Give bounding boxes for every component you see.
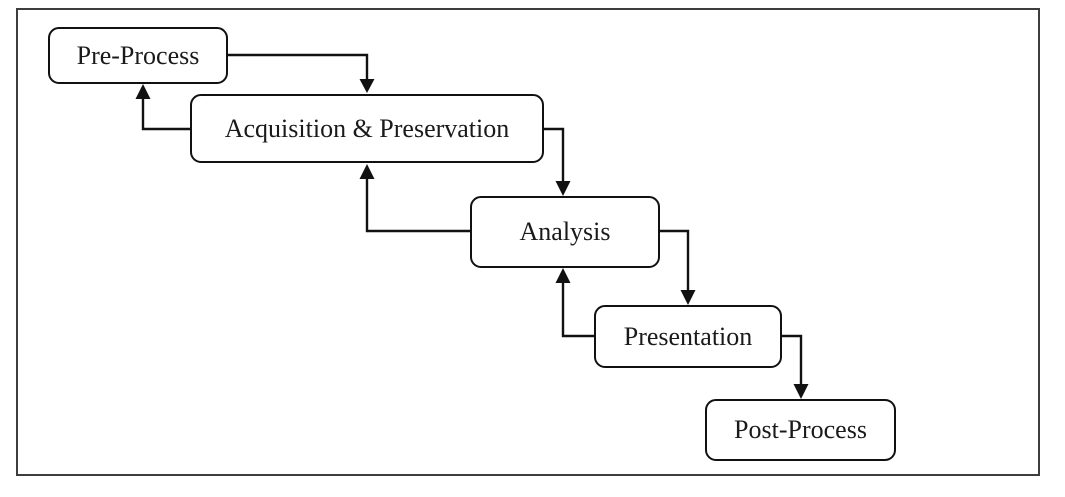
node-presentation: Presentation: [594, 305, 782, 368]
node-analysis: Analysis: [470, 196, 660, 268]
node-pre-process: Pre-Process: [48, 27, 228, 84]
node-acquisition-preservation: Acquisition & Preservation: [190, 94, 544, 163]
node-acquisition-preservation-label: Acquisition & Preservation: [224, 113, 510, 143]
node-pre-process-label: Pre-Process: [76, 40, 200, 70]
node-analysis-label: Analysis: [519, 217, 611, 246]
node-post-process-label: Post-Process: [734, 415, 867, 444]
node-post-process: Post-Process: [705, 399, 896, 461]
node-presentation-label: Presentation: [623, 321, 753, 351]
